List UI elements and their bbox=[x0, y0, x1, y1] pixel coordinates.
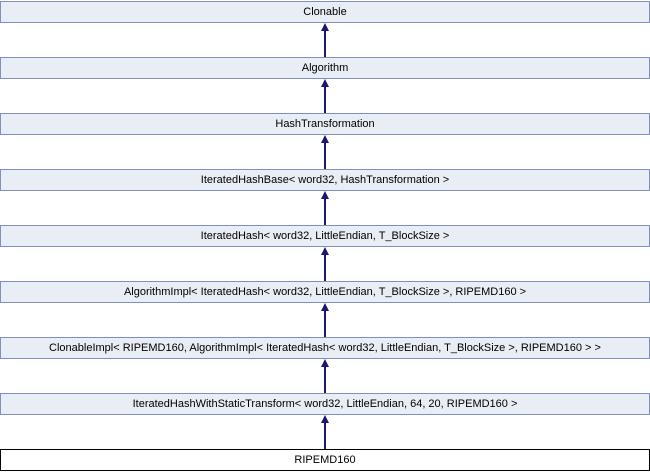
arrow-shaft bbox=[324, 87, 326, 113]
arrow-up-icon bbox=[321, 303, 329, 311]
arrow-shaft bbox=[324, 367, 326, 393]
class-node-hashtransformation[interactable]: HashTransformation bbox=[0, 113, 650, 135]
class-node-iteratedhashbase[interactable]: IteratedHashBase< word32, HashTransforma… bbox=[0, 169, 650, 191]
class-node-clonableimpl[interactable]: ClonableImpl< RIPEMD160, AlgorithmImpl< … bbox=[0, 337, 650, 359]
class-node-label: IteratedHash< word32, LittleEndian, T_Bl… bbox=[200, 229, 450, 242]
class-node-label: RIPEMD160 bbox=[294, 453, 356, 466]
class-node-clonable[interactable]: Clonable bbox=[0, 1, 650, 23]
arrow-shaft bbox=[324, 199, 326, 225]
class-node-iteratedhash[interactable]: IteratedHash< word32, LittleEndian, T_Bl… bbox=[0, 225, 650, 247]
class-node-algorithmimpl[interactable]: AlgorithmImpl< IteratedHash< word32, Lit… bbox=[0, 281, 650, 303]
arrow-shaft bbox=[324, 31, 326, 57]
arrow-up-icon bbox=[321, 191, 329, 199]
inheritance-arrow bbox=[0, 23, 650, 57]
class-node-label: AlgorithmImpl< IteratedHash< word32, Lit… bbox=[123, 285, 527, 298]
arrow-up-icon bbox=[321, 135, 329, 143]
inheritance-arrow bbox=[0, 415, 650, 449]
arrow-up-icon bbox=[321, 79, 329, 87]
inheritance-arrow bbox=[0, 191, 650, 225]
arrow-up-icon bbox=[321, 415, 329, 423]
class-node-label: Clonable bbox=[303, 5, 347, 18]
arrow-shaft bbox=[324, 255, 326, 281]
inheritance-arrow bbox=[0, 303, 650, 337]
arrow-up-icon bbox=[321, 23, 329, 31]
inheritance-arrow bbox=[0, 79, 650, 113]
inheritance-arrow bbox=[0, 135, 650, 169]
class-node-label: ClonableImpl< RIPEMD160, AlgorithmImpl< … bbox=[49, 341, 601, 354]
class-node-algorithm[interactable]: Algorithm bbox=[0, 57, 650, 79]
class-node-label: IteratedHashBase< word32, HashTransforma… bbox=[200, 173, 450, 186]
arrow-shaft bbox=[324, 143, 326, 169]
arrow-shaft bbox=[324, 423, 326, 449]
class-node-ripemd160-current: RIPEMD160 bbox=[0, 449, 650, 471]
inheritance-arrow bbox=[0, 359, 650, 393]
class-node-label: Algorithm bbox=[301, 61, 349, 74]
inheritance-arrow bbox=[0, 247, 650, 281]
class-node-iteratedhashwithstatictransform[interactable]: IteratedHashWithStaticTransform< word32,… bbox=[0, 393, 650, 415]
arrow-shaft bbox=[324, 311, 326, 337]
class-node-label: IteratedHashWithStaticTransform< word32,… bbox=[132, 397, 518, 410]
arrow-up-icon bbox=[321, 359, 329, 367]
arrow-up-icon bbox=[321, 247, 329, 255]
class-node-label: HashTransformation bbox=[275, 117, 375, 130]
